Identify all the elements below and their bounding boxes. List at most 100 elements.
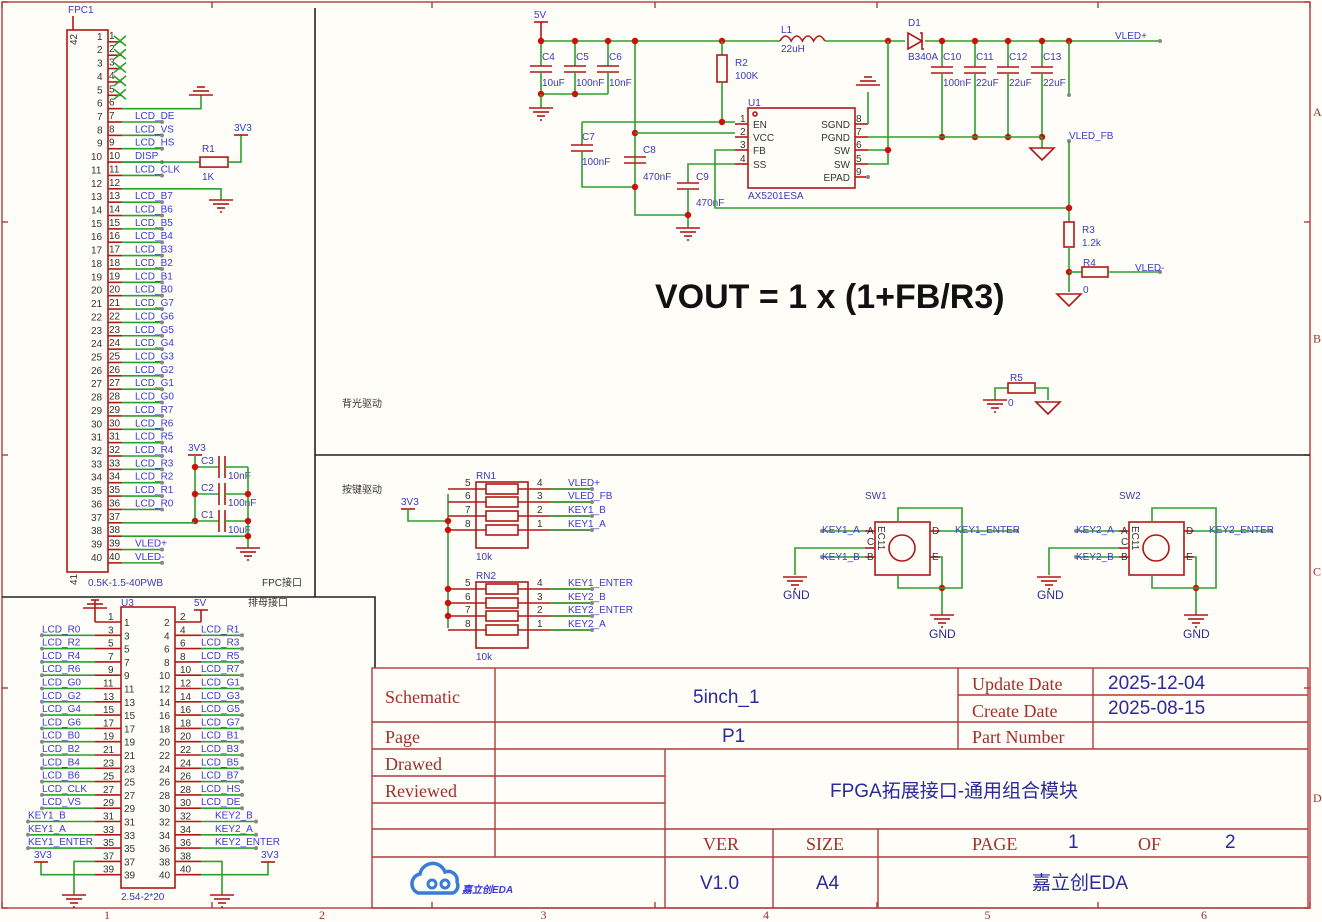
resistor-icon bbox=[485, 624, 519, 636]
net-endpoint bbox=[160, 507, 164, 512]
header-pin-number: 14 bbox=[180, 692, 192, 703]
vled-fb-label: VLED_FB bbox=[1069, 131, 1114, 142]
net-endpoint bbox=[590, 614, 594, 618]
header-net-label: LCD_G7 bbox=[201, 717, 240, 728]
header-pin-number: 1 bbox=[124, 618, 130, 629]
header-pin-number: 25 bbox=[103, 772, 115, 783]
rn-pin-number: 2 bbox=[537, 605, 543, 616]
fpc-pin-number: 20 bbox=[109, 285, 121, 296]
header-pin-number: 6 bbox=[180, 639, 186, 650]
net-endpoint bbox=[160, 226, 164, 231]
header-pin-number: 24 bbox=[159, 764, 171, 775]
header-pin-number: 40 bbox=[159, 871, 171, 882]
header-pin-number: 9 bbox=[124, 671, 130, 682]
u1-pin-number: 9 bbox=[856, 167, 862, 178]
fpc-pin-number: 2 bbox=[109, 44, 115, 55]
fpc-net-label: VLED- bbox=[135, 552, 164, 563]
u1-pin-number: 7 bbox=[856, 127, 862, 138]
net-endpoint bbox=[820, 555, 824, 559]
of-label: OF bbox=[1138, 834, 1161, 854]
cap-ref: C11 bbox=[976, 52, 994, 63]
page-label: Page bbox=[385, 727, 420, 747]
rn-pin-number: 1 bbox=[537, 619, 543, 630]
r1-value: 1K bbox=[202, 172, 215, 183]
header-pin-number: 13 bbox=[103, 692, 115, 703]
switch-pin-a: A bbox=[1121, 526, 1128, 537]
net-endpoint bbox=[1158, 39, 1162, 43]
c8-ref: C8 bbox=[643, 145, 656, 156]
fpc-net-label: LCD_DE bbox=[135, 111, 175, 122]
net-endpoint bbox=[590, 487, 594, 491]
fpc-net-label: LCD_R6 bbox=[135, 418, 174, 429]
fpc-pin-number: 16 bbox=[91, 232, 103, 243]
net-endpoint bbox=[1269, 529, 1273, 533]
net-endpoint bbox=[160, 454, 164, 458]
junction-dot bbox=[884, 146, 892, 154]
r3-value: 1.2k bbox=[1082, 238, 1102, 249]
frame-row-label: A bbox=[1313, 105, 1322, 119]
net-endpoint bbox=[160, 360, 164, 365]
rn2-ref: RN2 bbox=[476, 571, 496, 582]
junction-dot bbox=[971, 37, 979, 45]
c7-ref: C7 bbox=[582, 132, 595, 143]
net-endpoint bbox=[40, 739, 44, 744]
wire bbox=[581, 151, 635, 188]
header-pin-number: 17 bbox=[103, 718, 115, 729]
net-endpoint bbox=[160, 200, 164, 205]
switch-net-b: KEY1_B bbox=[822, 552, 860, 563]
fpc-pin-number: 4 bbox=[109, 71, 115, 82]
junction-dot bbox=[444, 517, 452, 525]
header-pin-number: 27 bbox=[124, 791, 136, 802]
frame-column-label: 6 bbox=[1201, 908, 1207, 922]
header-net-label: LCD_HS bbox=[201, 784, 241, 795]
net-endpoint bbox=[40, 766, 44, 771]
fpc-net-label: LCD_R2 bbox=[135, 472, 174, 483]
header-pin-number: 16 bbox=[159, 711, 171, 722]
header-pin-number: 4 bbox=[180, 625, 186, 636]
schematic-label: Schematic bbox=[385, 687, 460, 707]
fpc-net-label: LCD_R4 bbox=[135, 445, 174, 456]
header-pin-number: 37 bbox=[124, 857, 136, 868]
net-endpoint bbox=[160, 240, 164, 245]
net-endpoint bbox=[40, 699, 44, 704]
fpc-pin-number: 15 bbox=[109, 218, 121, 229]
net-endpoint bbox=[160, 293, 164, 298]
net-endpoint bbox=[40, 792, 44, 797]
header-pin-number: 35 bbox=[124, 844, 136, 855]
net-endpoint bbox=[26, 819, 30, 824]
cap-value: 22uF bbox=[976, 78, 999, 89]
switch-ref: SW1 bbox=[865, 491, 887, 502]
rn-pin-number: 5 bbox=[465, 578, 471, 589]
header-pin-number: 22 bbox=[159, 751, 171, 762]
header-net-label: LCD_B7 bbox=[201, 771, 239, 782]
resistor-icon bbox=[716, 54, 728, 83]
fpc-pin-number: 30 bbox=[91, 419, 103, 430]
frame-column-label: 5 bbox=[985, 908, 991, 922]
fpc-pin-number: 40 bbox=[91, 553, 103, 564]
u1-pin-name: FB bbox=[753, 146, 766, 157]
c9-value: 470nF bbox=[696, 198, 724, 209]
page-of-label: PAGE bbox=[972, 834, 1017, 854]
fpc-net-label: LCD_R3 bbox=[135, 458, 174, 469]
fpc-pin-number: 24 bbox=[109, 338, 121, 349]
switch-net-b: KEY2_B bbox=[1076, 552, 1114, 563]
no-connect-icon bbox=[113, 61, 127, 74]
net-endpoint bbox=[240, 753, 244, 757]
fpc-pin-number: 27 bbox=[91, 379, 103, 390]
wire bbox=[940, 556, 943, 615]
inductor-icon bbox=[779, 35, 826, 43]
fpc-pin-number: 21 bbox=[91, 299, 103, 310]
power-label: 3V3 bbox=[261, 850, 279, 861]
fpc-pin-number: 12 bbox=[91, 179, 103, 190]
net-endpoint bbox=[160, 560, 164, 565]
rn1-value: 10k bbox=[476, 552, 493, 563]
fpc-net-label: LCD_R1 bbox=[135, 485, 174, 496]
fpc-pin-number: 16 bbox=[109, 231, 121, 242]
header-pin-number: 30 bbox=[180, 798, 192, 809]
ground-triangle-icon bbox=[1055, 293, 1083, 308]
u1-pin-number: 2 bbox=[740, 127, 746, 138]
u3-ref: U3 bbox=[121, 598, 134, 609]
net-endpoint bbox=[160, 467, 164, 472]
cap-value: 22uF bbox=[1043, 78, 1066, 89]
fpc-net-label: LCD_G6 bbox=[135, 311, 174, 322]
